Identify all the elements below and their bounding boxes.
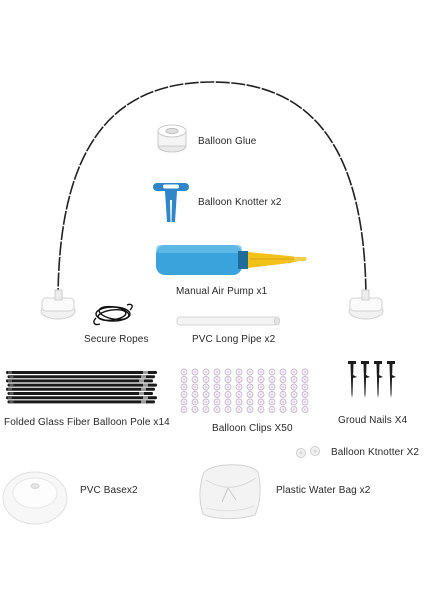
label-balloon-glue: Balloon Glue xyxy=(198,136,257,147)
water-bag-icon xyxy=(199,464,261,520)
label-fiber-pole: Folded Glass Fiber Balloon Pole x14 xyxy=(4,417,170,428)
label-pvc-base: PVC Basex2 xyxy=(80,485,138,496)
label-air-pump: Manual Air Pump x1 xyxy=(176,286,268,297)
air-pump-icon xyxy=(156,245,308,275)
label-balloon-knotter: Balloon Knotter x2 xyxy=(198,197,282,208)
label-balloon-clips: Balloon Clips X50 xyxy=(212,423,293,434)
label-ground-nails: Groud Nails X4 xyxy=(338,415,408,426)
pvc-pipe-icon xyxy=(176,316,280,326)
pvc-base-icon xyxy=(2,471,68,525)
ground-nail-icon xyxy=(348,361,396,398)
clip-grid-icon xyxy=(180,368,309,413)
rope-coil-icon xyxy=(93,303,133,326)
fiber-pole-bundle-icon xyxy=(6,371,157,404)
knotter-tool-icon xyxy=(153,183,189,222)
label-water-bag: Plastic Water Bag x2 xyxy=(276,485,371,496)
label-secure-ropes: Secure Ropes xyxy=(84,334,149,345)
mini-knotter-icon xyxy=(296,446,320,458)
arch-frame-icon xyxy=(40,81,384,320)
glue-roll-icon xyxy=(157,124,187,153)
label-pvc-long-pipe: PVC Long Pipe x2 xyxy=(192,334,276,345)
label-balloon-ktnotter: Balloon Ktnotter X2 xyxy=(331,447,420,458)
